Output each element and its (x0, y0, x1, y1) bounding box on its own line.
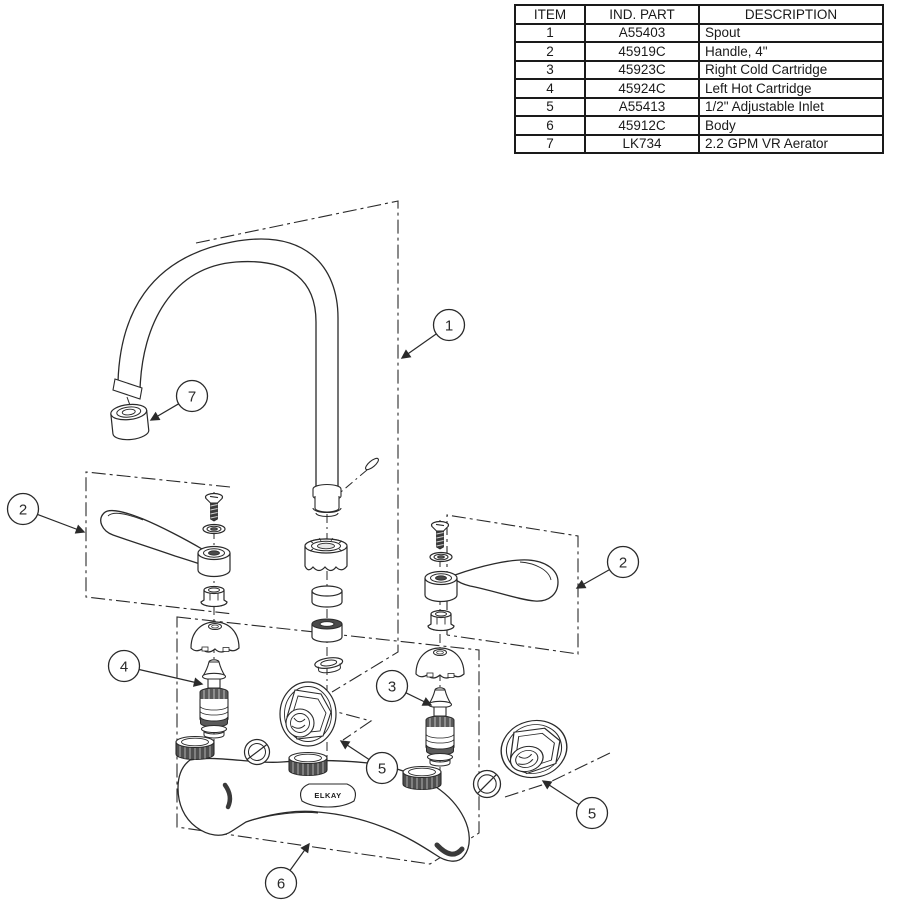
callout-number: 2 (619, 555, 627, 572)
item-cell: 1 (514, 22, 586, 43)
callout-4: 4 (107, 649, 204, 687)
callout-leader-arrow (541, 780, 580, 806)
description-cell: Right Cold Cartridge (698, 59, 884, 80)
parts-table-header-row: ITEM IND. PART DESCRIPTION (514, 4, 884, 25)
description-cell: 2.2 GPM VR Aerator (698, 133, 884, 154)
callout-leader-arrow (138, 668, 204, 687)
callout-number: 6 (277, 876, 285, 893)
left-handle-boundary-box (85, 471, 234, 615)
spout-boundary-box (195, 200, 399, 693)
body-left-shadow (222, 782, 233, 810)
description-cell: Left Hot Cartridge (698, 78, 884, 99)
callout-leader-arrow (37, 513, 86, 534)
part-number-cell: 45919C (584, 41, 700, 62)
callout-number: 2 (19, 502, 27, 519)
callout-balloon (375, 669, 409, 703)
part-number-cell: 45923C (584, 59, 700, 80)
part-number-cell: A55413 (584, 96, 700, 117)
item-cell: 2 (514, 41, 586, 62)
part-number-cell: 45924C (584, 78, 700, 99)
callout-1: 1 (400, 308, 466, 359)
bonnet-nut (304, 537, 348, 572)
description-cell: 1/2" Adjustable Inlet (698, 96, 884, 117)
callout-balloon (432, 308, 466, 342)
callout-balloon (606, 545, 640, 579)
callout-2: 2 (6, 492, 86, 534)
item-cell: 5 (514, 96, 586, 117)
left-inlet-locator (321, 707, 373, 741)
callout-leader-arrow (149, 403, 179, 421)
callout-number: 4 (120, 659, 128, 676)
body-contour (245, 811, 319, 823)
callout-balloon (365, 751, 399, 785)
callout-number: 3 (388, 679, 396, 696)
callout-6: 6 (264, 842, 310, 900)
callout-balloon (107, 649, 141, 683)
callout-7: 7 (149, 379, 209, 421)
oring-pointer-line (334, 469, 368, 498)
item-cell: 7 (514, 133, 586, 154)
callout-number: 1 (445, 318, 453, 335)
callout-number: 7 (188, 389, 196, 406)
callout-number: 5 (378, 761, 386, 778)
spout-tip-band (112, 378, 143, 400)
aerator-centerline (126, 396, 132, 409)
col-header-item: ITEM (514, 4, 586, 25)
body-right-shadow (434, 842, 465, 857)
callout-balloon (264, 866, 298, 900)
right-handle (454, 559, 559, 602)
callout-leader-arrow (575, 569, 610, 589)
aerator (110, 403, 150, 441)
spout-oring-pointer (365, 457, 379, 471)
callout-5: 5 (541, 780, 609, 830)
spout (112, 238, 379, 518)
col-header-ind-part: IND. PART (584, 4, 700, 25)
bearing-washer (311, 618, 343, 643)
callout-layer: 1 7 2 2 4 3 5 5 6 (6, 308, 640, 900)
callout-5: 5 (339, 740, 399, 785)
flanged-washer (314, 657, 344, 674)
description-cell: Handle, 4" (698, 41, 884, 62)
item-cell: 6 (514, 115, 586, 136)
left-handle (100, 509, 204, 566)
callout-number: 5 (588, 806, 596, 823)
callout-balloon (175, 379, 209, 413)
item-cell: 4 (514, 78, 586, 99)
spout-base-collar (314, 496, 340, 513)
body-brand-label: ELKAY (314, 791, 341, 800)
description-cell: Body (698, 115, 884, 136)
part-number-cell: LK734 (584, 133, 700, 154)
col-header-description: DESCRIPTION (698, 4, 884, 25)
body-boundary-box (176, 616, 480, 865)
callout-leader-arrow (339, 740, 370, 760)
faucet-body (177, 757, 470, 862)
callout-balloon (6, 492, 40, 526)
callout-leader-arrow (405, 692, 433, 706)
callout-3: 3 (375, 669, 433, 706)
item-cell: 3 (514, 59, 586, 80)
callout-leader-arrow (289, 842, 310, 871)
description-cell: Spout (698, 22, 884, 43)
spacer-ring (311, 585, 343, 608)
spout-base-flange (312, 507, 342, 518)
callout-leader-arrow (400, 333, 437, 359)
part-number-cell: 45912C (584, 115, 700, 136)
body-brand-boss: ELKAY (300, 783, 356, 808)
callout-balloon (575, 796, 609, 830)
callout-2: 2 (575, 545, 640, 589)
part-number-cell: A55403 (584, 22, 700, 43)
